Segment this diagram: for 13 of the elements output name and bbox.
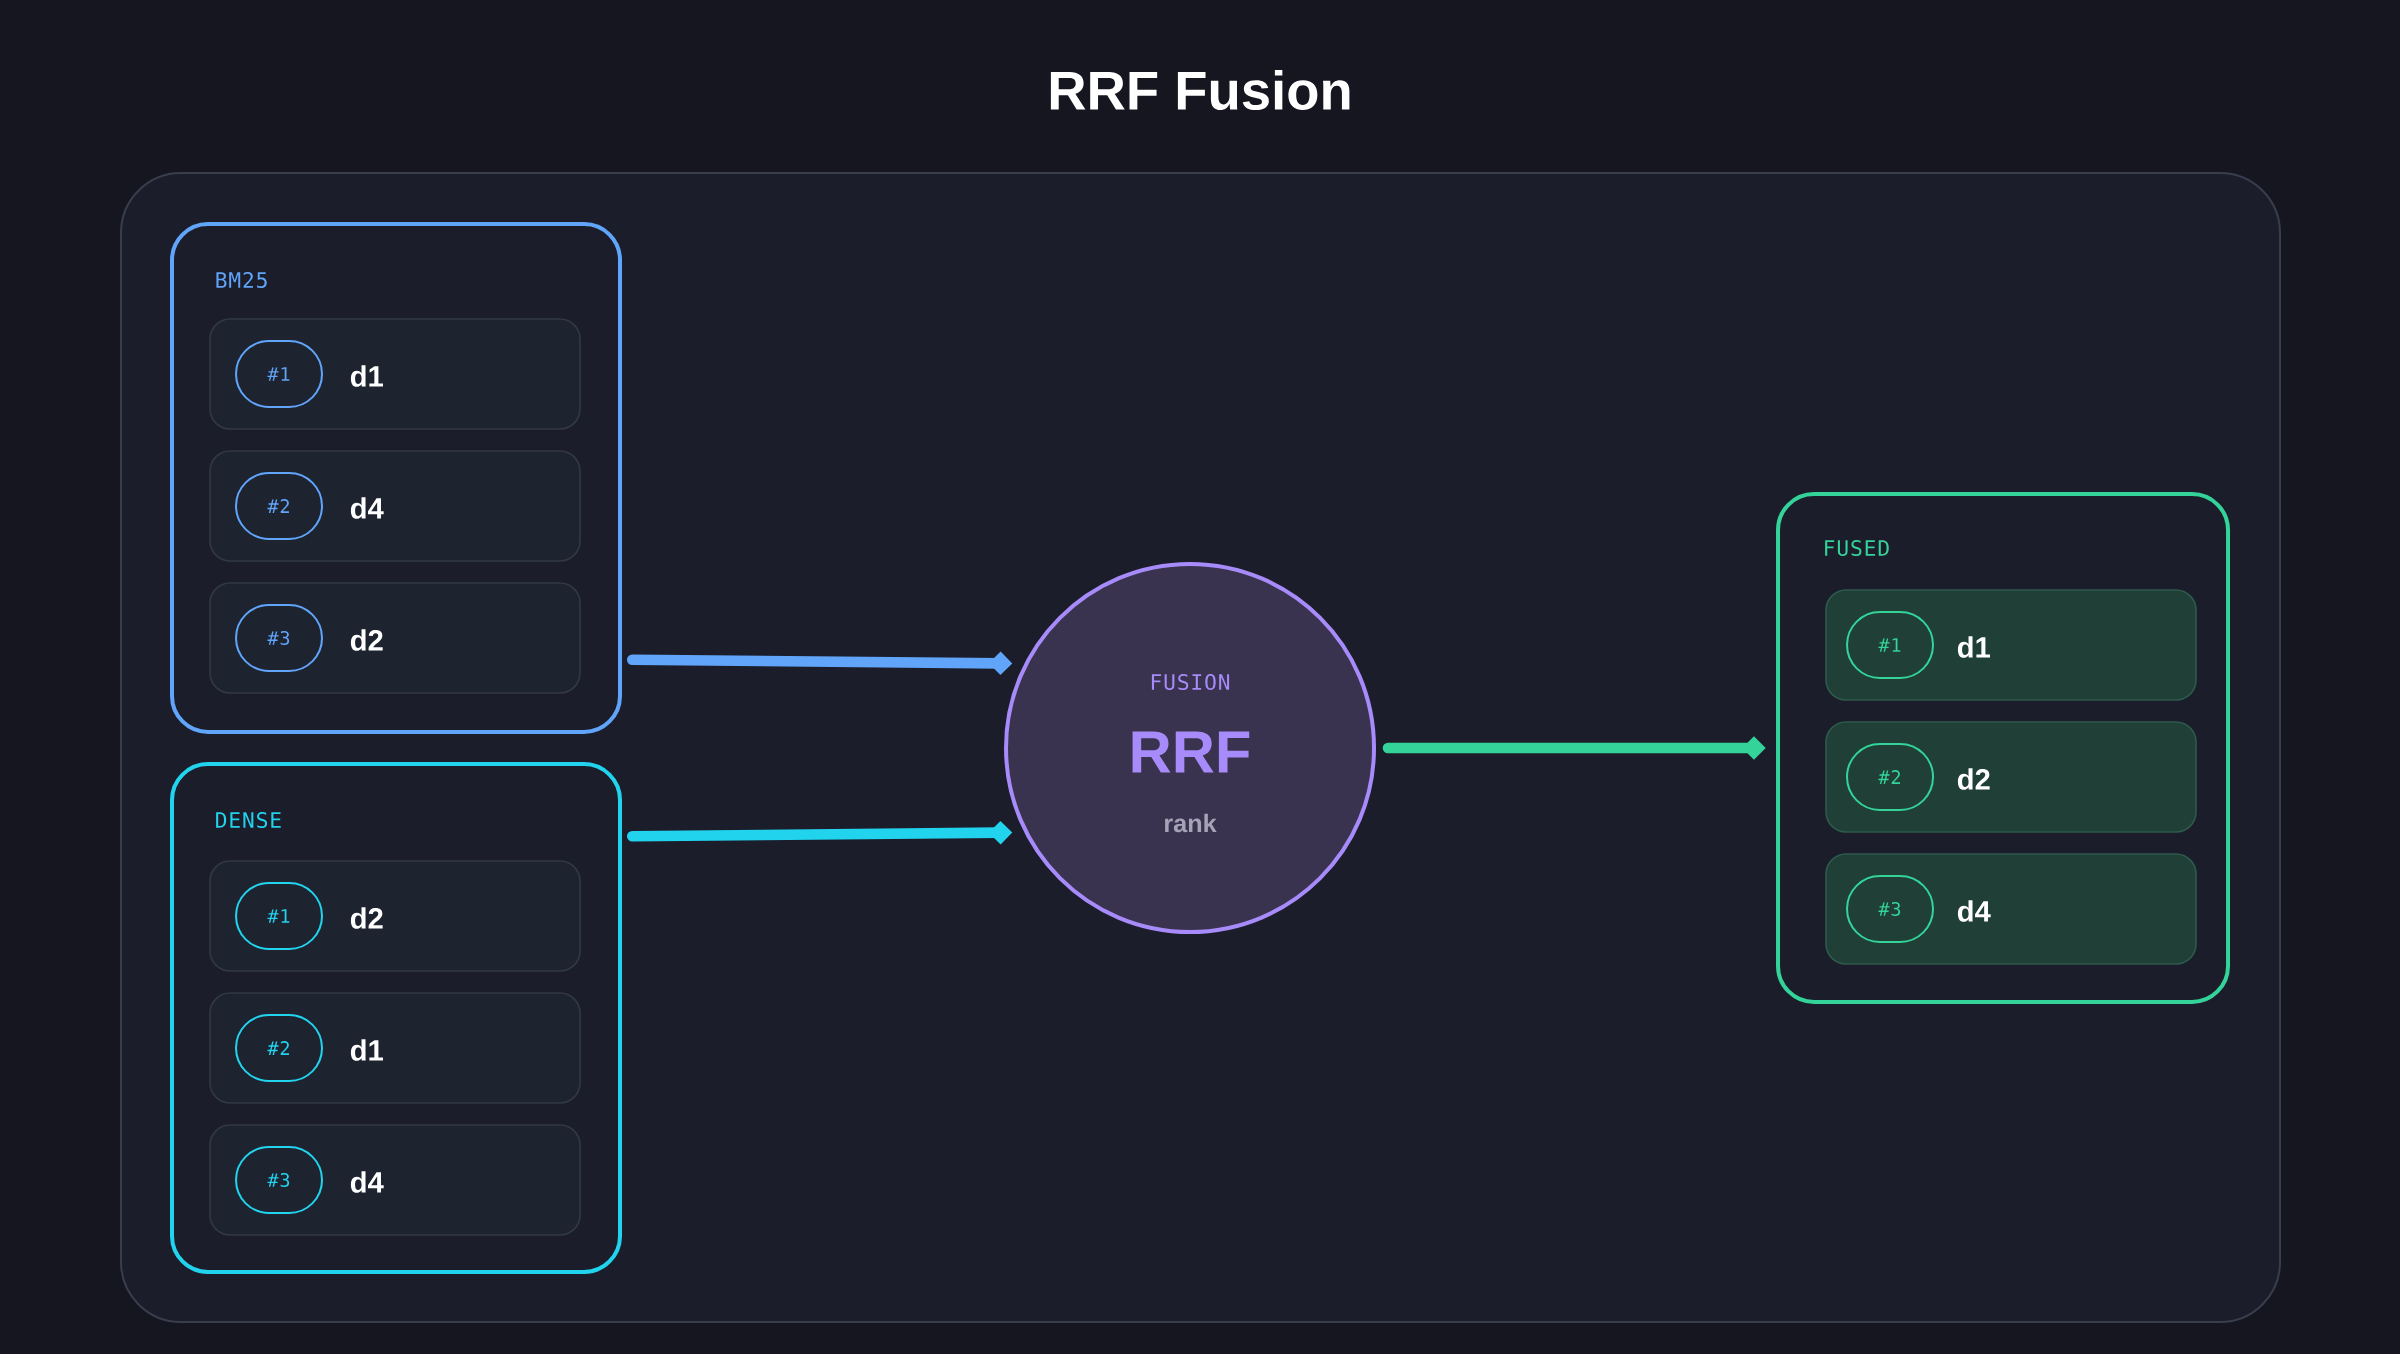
rank-pill: #3 — [1846, 875, 1934, 943]
arrow — [1382, 736, 1766, 760]
rank-pill: #2 — [235, 472, 323, 540]
rank-pill: #2 — [235, 1014, 323, 1082]
rank-pill: #2 — [1846, 743, 1934, 811]
rank-pill: #1 — [1846, 611, 1934, 679]
arrow — [626, 820, 1013, 845]
rank-pill: #1 — [235, 340, 323, 408]
arrow — [626, 651, 1013, 676]
title: RRF Fusion — [1050, 70, 1350, 110]
rank-pill: #3 — [235, 1146, 323, 1214]
rank-pill: #1 — [235, 882, 323, 950]
rank-pill: #3 — [235, 604, 323, 672]
